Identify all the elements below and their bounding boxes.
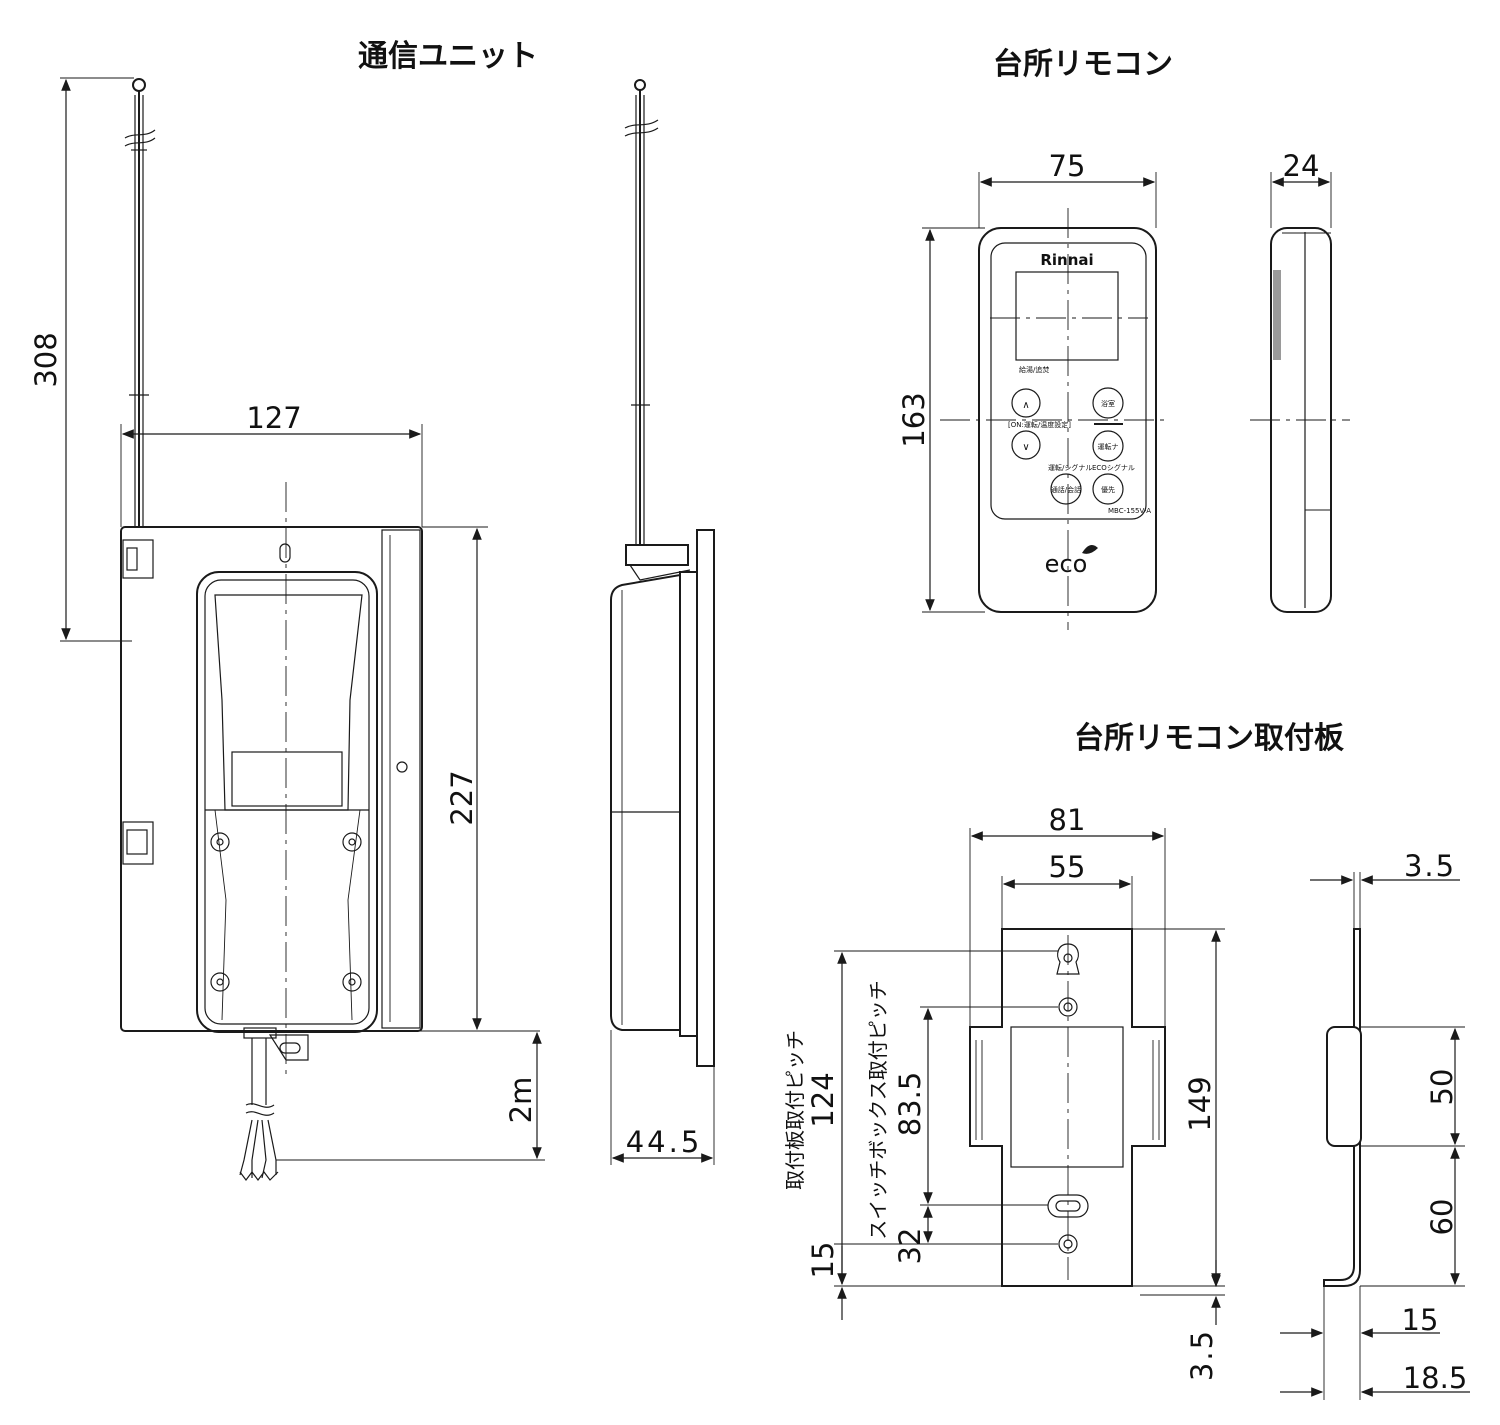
dim-plate-15: 15 — [806, 1242, 840, 1279]
svg-text:優先: 優先 — [1101, 485, 1115, 494]
svg-text:運転ナ: 運転ナ — [1098, 442, 1119, 451]
unit-front-view — [120, 78, 423, 1181]
dim-plate-thickness: 3.5 — [1404, 849, 1456, 883]
plate-front-view — [969, 928, 1166, 1287]
plate-side-dimensions: 3.5 50 60 15 18.5 — [1280, 849, 1470, 1400]
unit-side-view — [610, 79, 715, 1067]
dim-unit-width: 127 — [246, 401, 301, 435]
dim-plate-60: 60 — [1425, 1199, 1459, 1236]
leaf-icon — [1082, 544, 1098, 554]
unit-side-dimensions: 44.5 — [610, 1030, 715, 1165]
dim-switch-pitch: 83.5 — [893, 1072, 927, 1137]
remote-display — [1015, 271, 1119, 361]
remote-label-eco-signal: ECOシグナル — [1092, 463, 1135, 472]
dim-remote-width: 75 — [1049, 149, 1086, 183]
dim-plate-height: 149 — [1183, 1076, 1217, 1131]
dim-plate-32: 32 — [893, 1228, 927, 1265]
title-plate: 台所リモコン取付板 — [1074, 721, 1344, 756]
remote-brand-logo: Rinnai — [1040, 251, 1093, 269]
remote-label-temp: [ON:運転/温度設定] — [1008, 420, 1071, 429]
plate-side-hook — [1326, 1026, 1362, 1147]
dim-unit-cable: 2m — [504, 1077, 538, 1124]
plate-side-view — [1323, 928, 1362, 1287]
svg-text:浴室: 浴室 — [1101, 399, 1115, 408]
unit-side-body — [610, 573, 681, 1031]
remote-bath-button[interactable]: 浴室 — [1092, 387, 1124, 419]
remote-up-button[interactable]: ∧ — [1011, 388, 1041, 418]
remote-call-button[interactable]: 運転ナ — [1092, 430, 1124, 462]
remote-eco-logo: eco — [1045, 550, 1088, 578]
remote-down-button[interactable]: ∨ — [1011, 430, 1041, 460]
dim-plate-pitch: 124 — [806, 1072, 840, 1127]
remote-model: MBC-155V-A — [1108, 507, 1151, 515]
dim-remote-height: 163 — [897, 392, 931, 447]
title-unit: 通信ユニット — [358, 39, 538, 74]
unit-screw — [342, 832, 362, 852]
label-plate-pitch: 取付板取付ピッチ — [783, 1030, 807, 1190]
remote-dimensions: 75 163 — [897, 149, 1157, 613]
svg-text:∨: ∨ — [1022, 442, 1029, 453]
svg-text:∧: ∧ — [1022, 400, 1029, 411]
dim-plate-side-15: 15 — [1402, 1303, 1439, 1337]
dim-unit-height: 227 — [445, 770, 479, 825]
svg-text:通話/会話: 通話/会話 — [1051, 485, 1081, 494]
dim-plate-side-18: 18.5 — [1403, 1361, 1468, 1395]
remote-label-signal: 運転/シグナル — [1048, 463, 1092, 472]
plate-outline — [969, 928, 1166, 1287]
unit-screw — [210, 832, 230, 852]
dim-plate-50: 50 — [1425, 1069, 1459, 1106]
remote-talk-button[interactable]: 通話/会話 — [1050, 473, 1082, 505]
plate-dimensions: 81 55 149 3.5 124 取付板取付ピッチ 15 83.5 スイッチボ… — [783, 803, 1225, 1381]
label-switch-pitch: スイッチボックス取付ピッチ — [866, 980, 890, 1239]
dim-plate-bottom: 3.5 — [1185, 1329, 1219, 1381]
dim-remote-depth: 24 — [1283, 149, 1320, 183]
remote-label-top: 給湯/追焚 — [1019, 365, 1049, 374]
title-remote: 台所リモコン — [993, 47, 1173, 82]
unit-screw — [342, 972, 362, 992]
dim-plate-inner-width: 55 — [1049, 850, 1086, 884]
dim-unit-depth: 44.5 — [626, 1125, 703, 1159]
unit-dimensions: 308 127 227 2m — [29, 77, 545, 1161]
remote-priority-button[interactable]: 優先 — [1092, 473, 1124, 505]
unit-screw — [210, 972, 230, 992]
unit-cover — [196, 571, 378, 1033]
dim-unit-antenna: 308 — [29, 332, 63, 387]
remote-panel — [990, 242, 1147, 520]
unit-label-area — [231, 751, 343, 807]
remote-side-view: 24 — [1250, 149, 1350, 613]
remote-front-view: Rinnai 給湯/追焚 ∧ [ON:運転/温度設定] ∨ 浴室 運転ナ 運転/… — [940, 208, 1170, 630]
dim-plate-outer-width: 81 — [1049, 803, 1086, 837]
plate-opening — [1010, 1026, 1124, 1168]
unit-cable — [239, 1038, 279, 1181]
